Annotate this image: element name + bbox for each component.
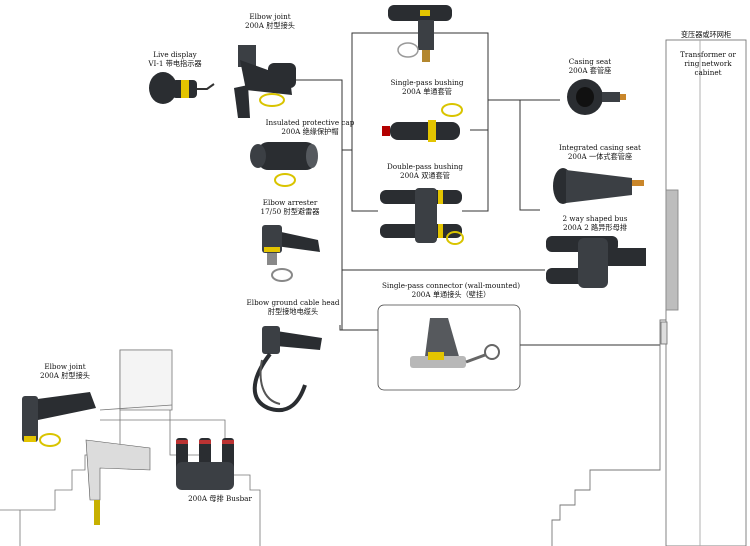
insulated-cap-cn: 200A 绝缘保护帽 [281,127,339,136]
left-elbow-icon [22,392,96,447]
single-bushing-en: Single-pass bushing [390,78,464,87]
insulated-cap-icon [250,142,318,187]
cabinet-en-line3: cabinet [694,68,722,77]
cabinet-outline [551,39,747,546]
cabinet-en-line1: Transformer or [680,50,736,59]
live-display-cn: VI-1 带电指示器 [148,59,202,68]
wall-connector-icon [410,318,500,368]
live-display-en: Live display [153,50,197,59]
live-display-icon [149,72,215,104]
left-elbow-en: Elbow joint [44,362,86,371]
wall-connector-frame [377,304,521,391]
double-bushing-en: Double-pass bushing [387,162,463,171]
single-bushing-cn: 200A 单通套管 [402,87,452,96]
shaped-bus-en: 2 way shaped bus [562,214,628,223]
integrated-seat-icon [553,168,644,204]
casing-seat-en: Casing seat [568,57,612,66]
elbow-arrester-icon [262,225,320,282]
wall-connector-label: Single-pass connector (wall-mounted) 200… [378,281,524,299]
left-elbow-cn: 200A 肘型接头 [40,371,90,380]
cabinet-en-label: Transformer or ring network cabinet [670,50,746,77]
elbow-ground-cn: 肘型接地电缆头 [267,307,319,316]
elbow-arrester-label: Elbow arrester 17/50 肘型避雷器 [250,198,330,216]
insulated-cap-en: Insulated protective cap [265,118,355,127]
elbow-ground-icon [252,326,322,412]
shaped-bus-label: 2 way shaped bus 200A 2 路异形母排 [545,214,645,232]
insulated-cap-label: Insulated protective cap 200A 绝缘保护帽 [255,118,365,136]
elbow-joint-icon [234,45,296,118]
single-bushing-label: Single-pass bushing 200A 单通套管 [382,78,472,96]
busbar-label: 200A 母排 Busbar [188,494,252,503]
integrated-seat-cn: 200A 一体式套管座 [567,152,633,161]
wall-connector-cn: 200A 单通接头（壁挂） [411,290,491,299]
cabinet-cn-label: 变压器或环网柜 [680,30,732,39]
shaped-bus-icon [546,236,646,288]
cabinet-en-line2: ring network [684,59,732,68]
casing-seat-cn: 200A 套管座 [568,66,612,75]
single-bushing-icon [388,5,452,62]
elbow-arrester-cn: 17/50 肘型避雷器 [260,207,320,216]
installed-unit-icon [85,439,151,525]
elbow-joint-en: Elbow joint [249,12,291,21]
elbow-arrester-en: Elbow arrester [262,198,318,207]
casing-seat-label: Casing seat 200A 套管座 [555,57,625,75]
shaped-bus-cn: 200A 2 路异形母排 [563,223,627,232]
elbow-ground-label: Elbow ground cable head 肘型接地电缆头 [238,298,348,316]
double-bushing-cn: 200A 双通套管 [400,171,450,180]
double-bushing-label: Double-pass bushing 200A 双通套管 [380,162,470,180]
elbow-ground-en: Elbow ground cable head [246,298,340,307]
casing-seat-icon [567,79,626,115]
busbar-icon [176,438,234,490]
elbow-joint-label: Elbow joint 200A 肘型接头 [230,12,310,30]
left-elbow-label: Elbow joint 200A 肘型接头 [30,362,100,380]
live-display-label: Live display VI-1 带电指示器 [140,50,210,68]
elbow-joint-cn: 200A 肘型接头 [245,21,295,30]
single-bushing-horizontal-icon [382,103,463,142]
double-bushing-icon [380,188,464,245]
left-structure [0,349,261,546]
wall-connector-en: Single-pass connector (wall-mounted) [381,281,521,290]
integrated-seat-label: Integrated casing seat 200A 一体式套管座 [545,143,655,161]
integrated-seat-en: Integrated casing seat [559,143,641,152]
